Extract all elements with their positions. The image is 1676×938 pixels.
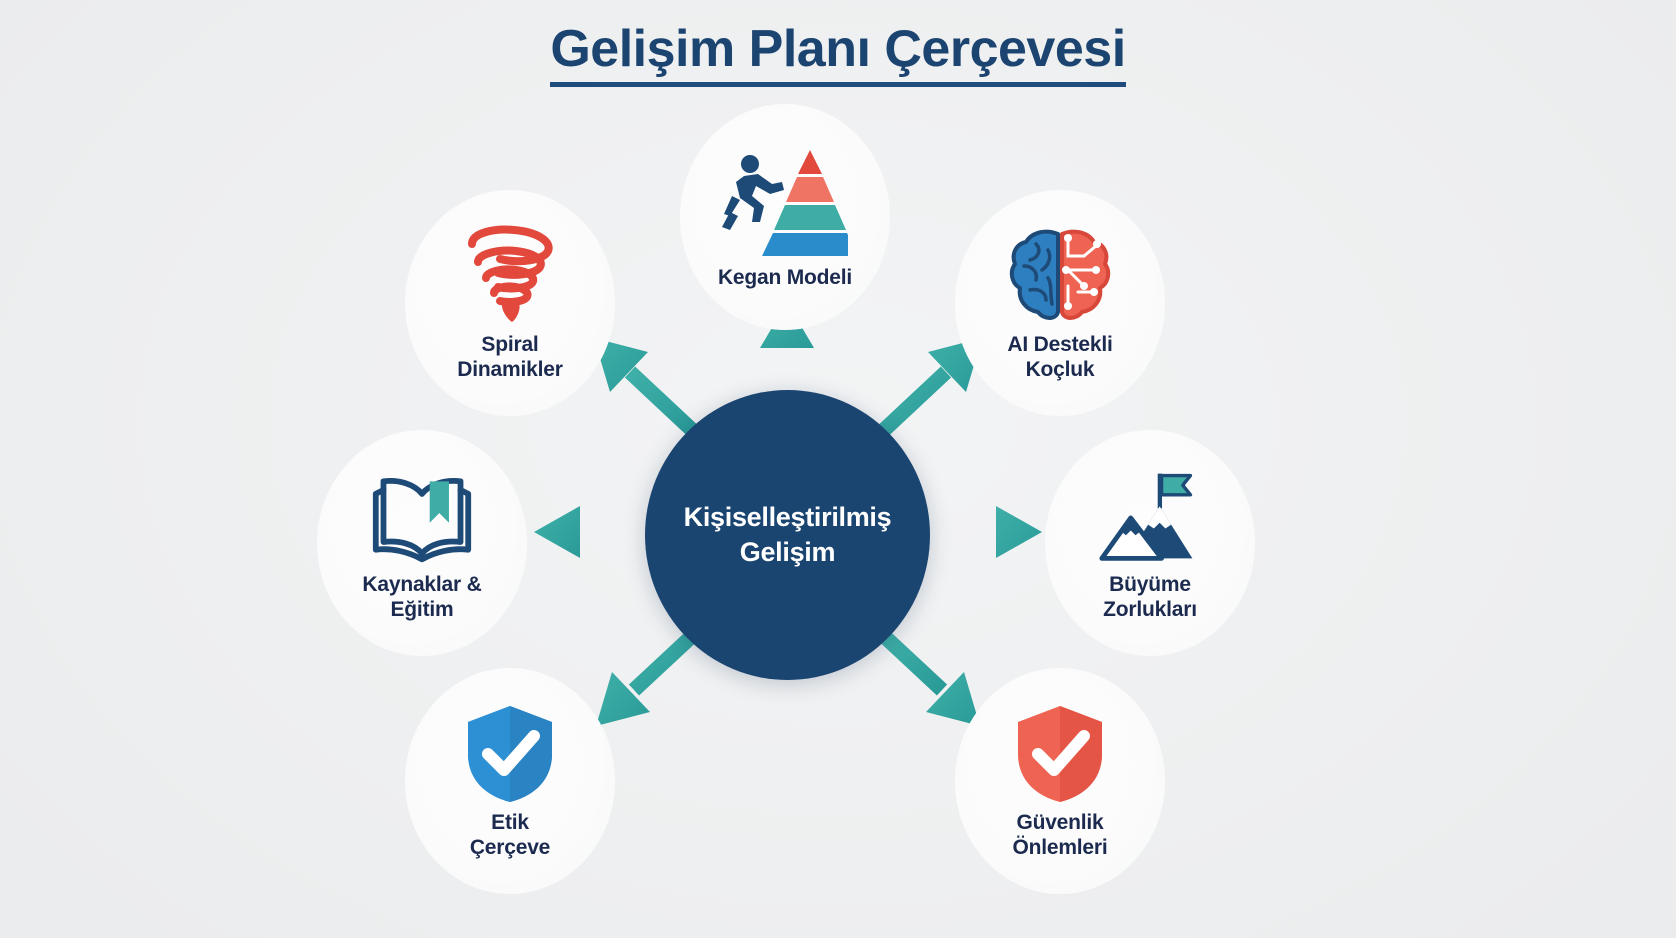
node-label-spiral-line1: Spiral xyxy=(481,332,539,356)
node-label-guvenlik-line2: Önlemleri xyxy=(1012,836,1108,859)
node-buyume-zorluklari[interactable]: Büyüme Zorlukları xyxy=(1045,430,1255,656)
arrow-upleft-spiral xyxy=(594,338,698,436)
arrow-downright-guvenlik xyxy=(878,630,980,726)
node-label-spiral-line2: Dinamikler xyxy=(457,358,563,381)
node-guvenlik-onlemleri[interactable]: Güvenlik Önlemleri xyxy=(955,668,1165,894)
arrow-left-kaynaklar xyxy=(534,506,650,558)
node-label-buyume-line2: Zorlukları xyxy=(1103,598,1197,621)
center-hub-line1: Kişiselleştirilmiş xyxy=(683,501,892,532)
node-label-ai-line2: Koçluk xyxy=(1025,358,1095,381)
node-label-spiral: Spiral Dinamikler xyxy=(457,332,563,382)
node-label-buyume: Büyüme Zorlukları xyxy=(1103,572,1197,622)
node-label-etik-line2: Çerçeve xyxy=(469,836,551,859)
center-hub[interactable]: Kişiselleştirilmiş Gelişim xyxy=(645,390,930,680)
node-ai-destekli-kocluk[interactable]: AI Destekli Koçluk xyxy=(955,190,1165,416)
arrow-downleft-etik xyxy=(596,630,698,726)
node-label-buyume-line1: Büyüme xyxy=(1109,572,1191,596)
node-label-etik-line1: Etik xyxy=(491,810,529,834)
red-shield-check-icon xyxy=(1008,702,1112,806)
node-label-kegan: Kegan Modeli xyxy=(717,266,853,290)
node-label-ai-line1: AI Destekli xyxy=(1007,332,1113,356)
node-label-guvenlik: Güvenlik Önlemleri xyxy=(1012,810,1107,860)
pyramid-climber-icon xyxy=(722,143,848,263)
open-book-bookmark-icon xyxy=(370,464,474,568)
node-label-guvenlik-line1: Güvenlik xyxy=(1016,810,1104,834)
node-kaynaklar-egitim[interactable]: Kaynaklar & Eğitim xyxy=(317,430,527,656)
node-label-kaynaklar-line2: Eğitim xyxy=(390,598,454,621)
mountain-flag-icon xyxy=(1098,464,1202,568)
tornado-spiral-icon xyxy=(458,224,562,328)
node-label-kaynaklar-line1: Kaynaklar & xyxy=(362,572,482,596)
brain-circuit-icon xyxy=(1008,224,1112,328)
node-label-ai: AI Destekli Koçluk xyxy=(1007,332,1112,382)
node-spiral-dinamikler[interactable]: Spiral Dinamikler xyxy=(405,190,615,416)
center-hub-line2: Gelişim xyxy=(739,537,836,567)
node-label-kaynaklar: Kaynaklar & Eğitim xyxy=(362,572,481,622)
node-label-etik: Etik Çerçeve xyxy=(469,810,551,860)
arrow-right-buyume xyxy=(926,506,1042,558)
blue-shield-check-icon xyxy=(458,702,562,806)
node-kegan-modeli[interactable]: Kegan Modeli xyxy=(680,104,890,330)
node-etik-cerceve[interactable]: Etik Çerçeve xyxy=(405,668,615,894)
